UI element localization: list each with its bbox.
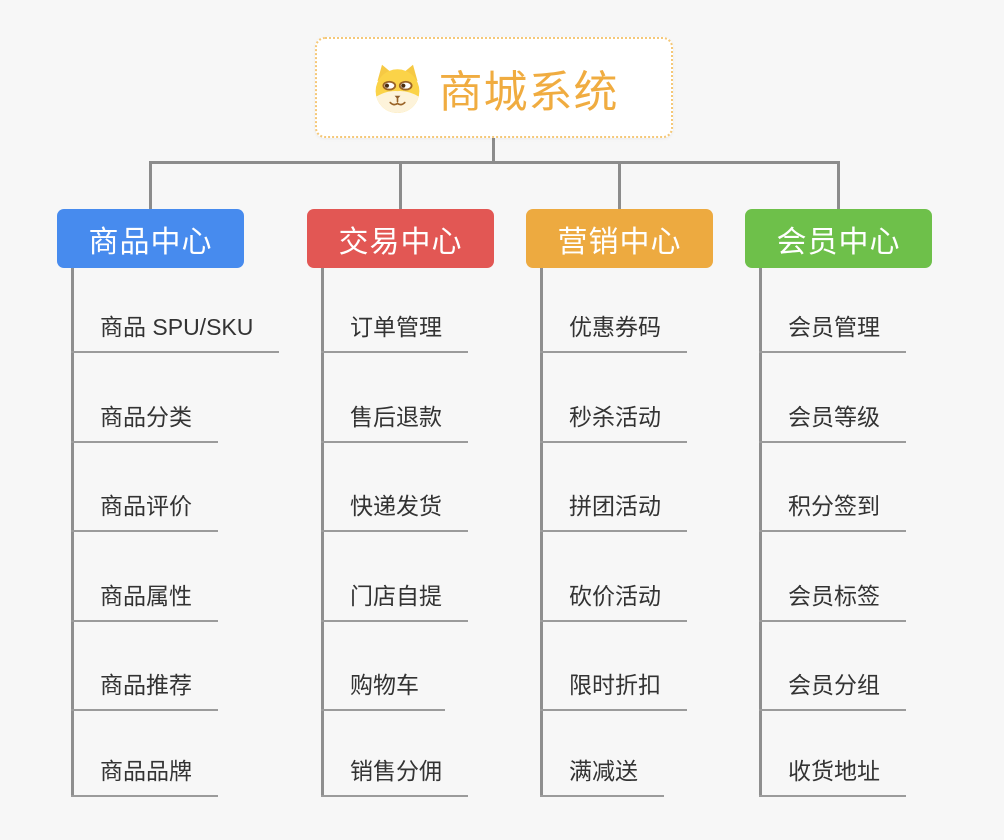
branch-node-trade-center[interactable]: 交易中心 [307,209,494,268]
node-item[interactable]: 售后退款 [321,403,468,443]
branch-node-marketing-center[interactable]: 营销中心 [526,209,713,268]
node-item[interactable]: 订单管理 [321,313,468,353]
node-item[interactable]: 商品分类 [71,403,218,443]
node-item[interactable]: 门店自提 [321,582,468,622]
node-item[interactable]: 商品品牌 [71,757,218,797]
node-item[interactable]: 砍价活动 [540,582,687,622]
node-item[interactable]: 会员管理 [759,313,906,353]
node-item[interactable]: 商品评价 [71,492,218,532]
branch-node-product-center[interactable]: 商品中心 [57,209,244,268]
node-item[interactable]: 优惠券码 [540,313,687,353]
node-item[interactable]: 商品推荐 [71,671,218,711]
node-item[interactable]: 会员分组 [759,671,906,711]
branch-trunk-line [759,268,762,797]
connector-drop-member [837,161,840,209]
node-item[interactable]: 秒杀活动 [540,403,687,443]
node-item[interactable]: 快递发货 [321,492,468,532]
connector-root-drop [492,138,495,163]
node-item[interactable]: 满减送 [540,757,664,797]
branch-trunk-line [71,268,74,797]
node-item[interactable]: 商品属性 [71,582,218,622]
connector-drop-marketing [618,161,621,209]
branch-trunk-line [321,268,324,797]
branch-member-center: 会员中心 会员管理 会员等级 积分签到 会员标签 会员分组 收货地址 [745,209,1004,840]
connector-drop-product [149,161,152,209]
dog-face-icon [375,64,419,113]
node-item[interactable]: 会员等级 [759,403,906,443]
branch-trade-center: 交易中心 订单管理 售后退款 快递发货 门店自提 购物车 销售分佣 [307,209,567,840]
connector-drop-trade [399,161,402,209]
branch-node-member-center[interactable]: 会员中心 [745,209,932,268]
root-title: 商城系统 [438,67,619,117]
node-item[interactable]: 收货地址 [759,757,906,797]
node-item[interactable]: 限时折扣 [540,671,687,711]
branch-product-center: 商品中心 商品 SPU/SKU 商品分类 商品评价 商品属性 商品推荐 商品品牌 [57,209,317,840]
node-item[interactable]: 购物车 [321,671,445,711]
node-item[interactable]: 拼团活动 [540,492,687,532]
connector-horizontal [149,161,840,164]
branch-trunk-line [540,268,543,797]
node-item[interactable]: 积分签到 [759,492,906,532]
root-node[interactable]: 商城系统 [315,37,673,138]
node-item[interactable]: 商品 SPU/SKU [71,313,280,353]
node-item[interactable]: 会员标签 [759,582,906,622]
node-item[interactable]: 销售分佣 [321,757,468,797]
branch-marketing-center: 营销中心 优惠券码 秒杀活动 拼团活动 砍价活动 限时折扣 满减送 [526,209,786,840]
